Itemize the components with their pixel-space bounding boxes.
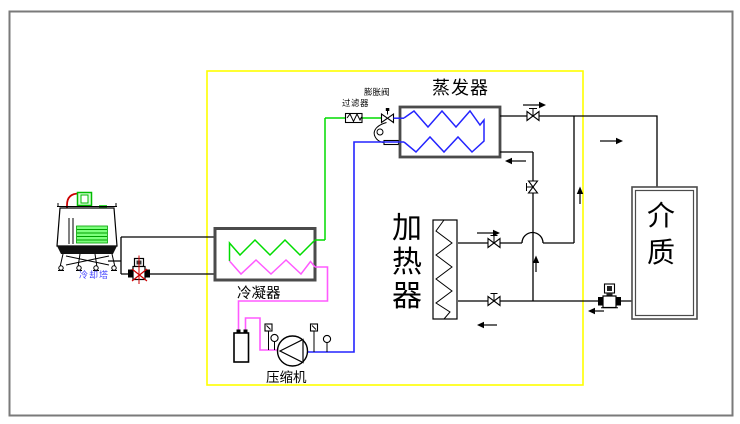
expansion-valve (373, 108, 400, 146)
expansion-valve-cap (385, 108, 390, 111)
compressor-label: 压缩机 (266, 370, 307, 386)
expansion-valve-label: 膨胀阀 (364, 88, 390, 98)
medium-pump-neck (606, 293, 613, 296)
filter (344, 112, 363, 124)
valve-evaporator-inlet (526, 180, 539, 194)
evaporator (393, 105, 502, 159)
tower-legs (59, 253, 116, 268)
compressor-triangle (278, 338, 304, 364)
cylinder-body (233, 332, 250, 363)
arrow-up-return-riser (576, 186, 584, 204)
heater-shell (432, 219, 458, 320)
filter-label: 过滤器 (342, 99, 370, 109)
medium-pump-flange-left (598, 297, 603, 306)
heater-element-zigzag (435, 219, 453, 320)
evaporator-coil (403, 109, 485, 154)
medium-pump-head-core (607, 286, 612, 291)
arrow-left-heater-inlet (477, 321, 497, 329)
arrow-left-pump-line (588, 307, 604, 315)
cooling-tower (56, 191, 118, 271)
medium-pump (598, 283, 621, 309)
evaporator-label: 蒸发器 (432, 78, 489, 99)
valve-heater-outlet (487, 235, 501, 249)
page-border (8, 10, 734, 417)
cooling-water-pump (128, 255, 150, 284)
tower-fill-media (76, 225, 108, 244)
evaporator-shell (398, 105, 502, 159)
leg-brace (65, 255, 110, 266)
cylinder-stub-right (243, 329, 248, 334)
cooling-water-pipes (108, 236, 215, 275)
filter-zigzag (346, 112, 362, 123)
tank-outer (631, 186, 698, 320)
condenser-label: 冷凝器 (237, 286, 281, 302)
flow-arrows (477, 101, 623, 329)
medium-pump-body (602, 295, 617, 309)
tower-rim (57, 203, 117, 207)
capillary-coil (376, 128, 384, 136)
valve-heater-inlet (487, 293, 501, 307)
heater (432, 219, 458, 320)
tank-inner (634, 189, 695, 317)
pump-flange-right (144, 269, 150, 278)
receiver-cylinder (233, 329, 250, 363)
pump-flange-left (128, 269, 134, 278)
tower-basin (57, 246, 117, 254)
condenser-coil-green (228, 238, 316, 261)
system-boundary-box (206, 70, 584, 386)
arrow-right-heater-outlet (477, 229, 500, 237)
compressor (276, 335, 309, 367)
pipe-crossover-hop (521, 231, 544, 244)
refrigerant-liquid-line (315, 117, 382, 241)
cylinder-stub-left (236, 329, 241, 334)
condenser (213, 227, 317, 282)
tower-riser-red (66, 192, 80, 223)
pressure-gauge-right (322, 334, 332, 344)
arrow-right-to-tank (600, 137, 623, 145)
arrow-up-evap-riser (532, 255, 540, 272)
arrow-left-evap-inlet (505, 157, 526, 165)
tower-inner-columns (68, 218, 74, 244)
discharge-line (237, 266, 329, 351)
media-stripes (77, 229, 107, 241)
suction-line (307, 141, 404, 353)
arrow-right-evap-outlet (523, 101, 546, 109)
medium-pump-flange-right (616, 297, 621, 306)
medium-label: 介质 (646, 199, 675, 269)
pressure-gauges (264, 323, 332, 352)
pressure-gauge-left (270, 333, 279, 343)
filter-body (344, 112, 363, 124)
tower-motor-core (80, 194, 89, 204)
medium-tank (631, 186, 698, 320)
heater-label: 加热器 (392, 211, 422, 314)
valve-evaporator-outlet (526, 108, 540, 122)
tower-feet (58, 265, 117, 271)
cooling-tower-label: 冷却塔 (79, 271, 110, 281)
condenser-coil-magenta (228, 258, 316, 276)
